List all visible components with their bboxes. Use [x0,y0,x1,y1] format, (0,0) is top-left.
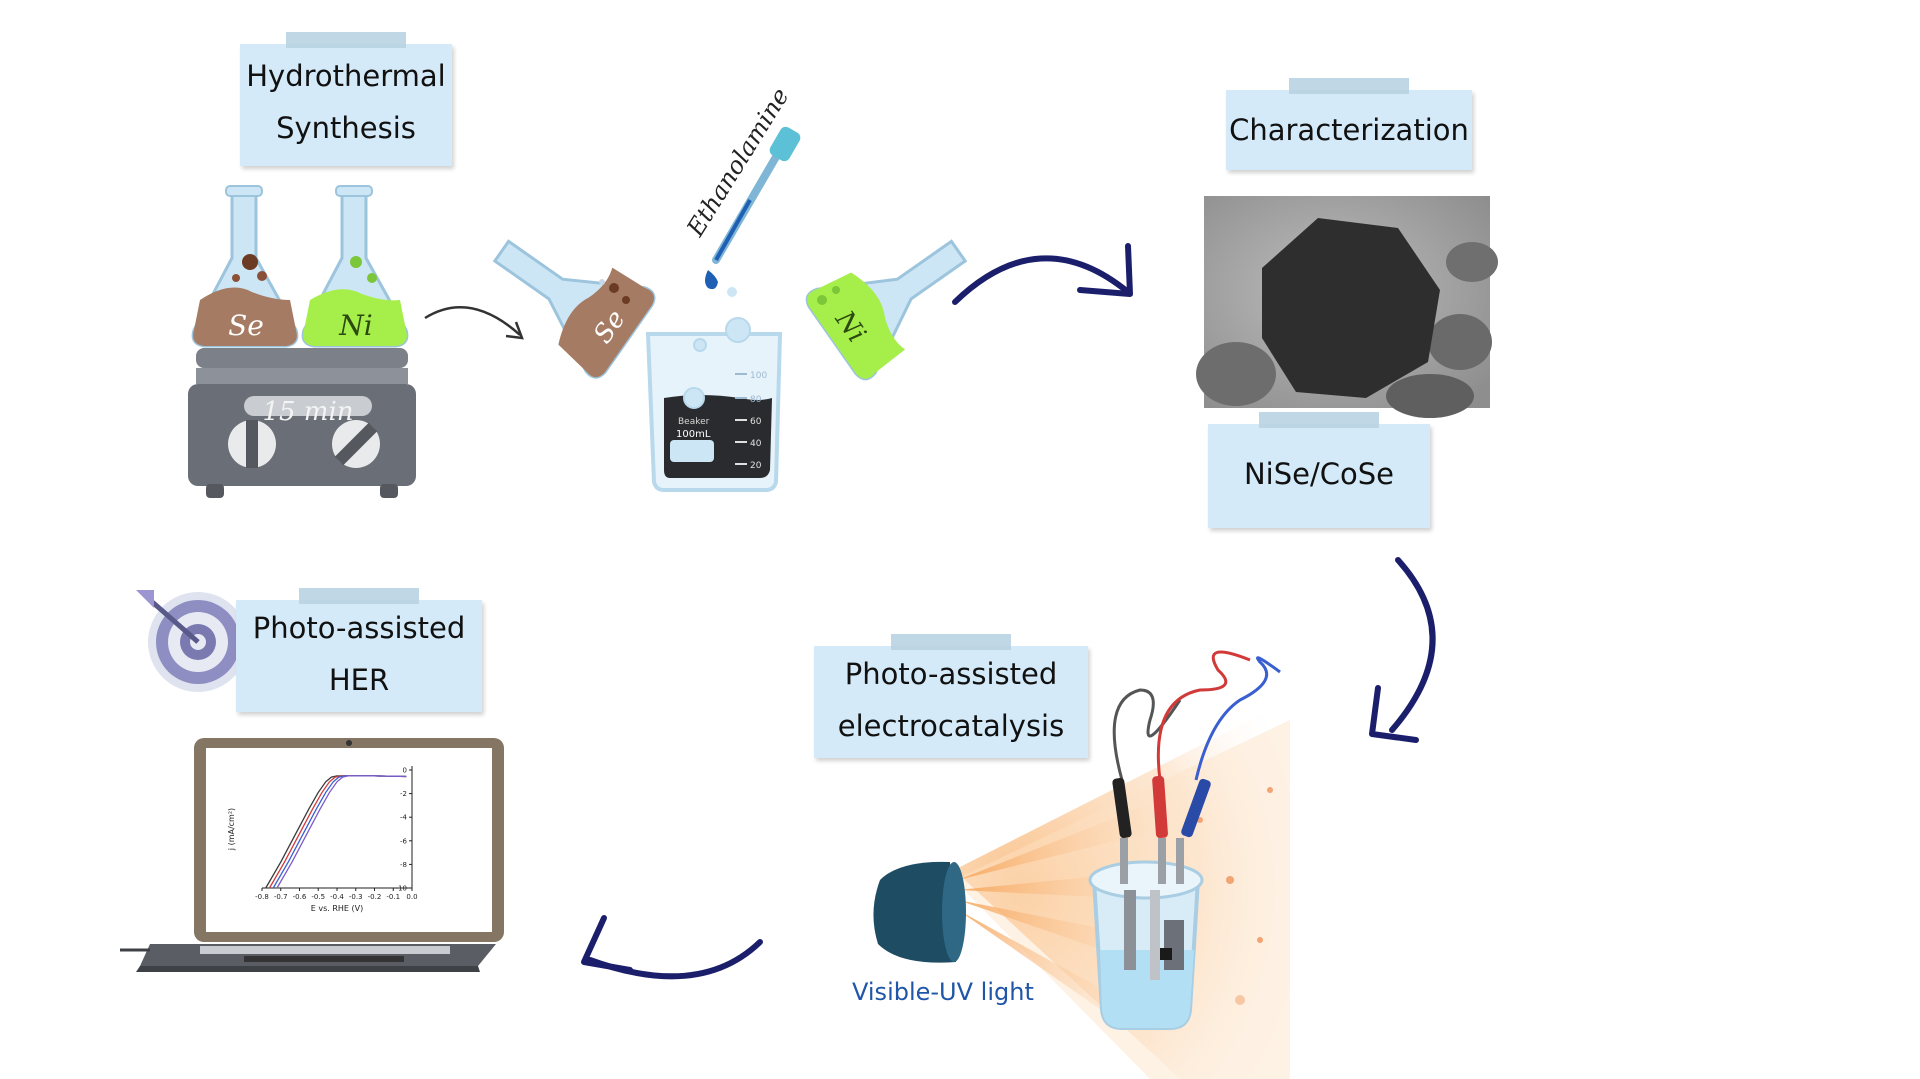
flow-arrow-1-icon [952,255,1131,305]
beaker-name: Beaker [678,417,710,427]
hotplate-stirrer: 15 min [188,348,416,498]
label-material: NiSe/CoSe [1208,412,1430,528]
x-tick-label: 0.0 [406,893,417,901]
laptop-icon [120,738,504,972]
se-flask-tag: Se [228,309,264,342]
dropper-icon [705,126,801,290]
se-flask-tilted-icon: Se [492,239,656,379]
beaker-scale: 100 80 60 40 20 [735,371,767,471]
label-text: NiSe/CoSe [1243,457,1394,491]
label-text: Photo-assisted [252,611,466,645]
label-text: Synthesis [276,111,416,145]
beaker-tick: 60 [750,417,762,427]
label-electrocatalysis: Photo-assisted electrocatalysis [814,634,1088,758]
electrode-clips-icon [1112,650,1281,884]
y-tick-label: -2 [400,790,407,798]
label-characterization: Characterization [1226,78,1472,170]
x-axis-label: E vs. RHE (V) [311,904,363,913]
x-tick-label: -0.4 [330,893,344,901]
x-tick-label: -0.6 [293,893,307,901]
label-her: Photo-assisted HER [236,588,482,712]
label-text: Photo-assisted [844,657,1058,691]
beaker-tick: 100 [750,371,767,381]
x-tick-label: -0.5 [311,893,325,901]
label-hydrothermal-synthesis: Hydrothermal Synthesis [240,32,452,166]
series-line-4 [276,775,407,889]
hotplate-time: 15 min [262,397,353,427]
y-tick-label: -8 [400,861,407,869]
y-tick-label: -4 [400,814,408,822]
y-tick-label: -10 [396,885,407,893]
label-text: HER [328,663,390,697]
x-tick-label: -0.8 [255,893,269,901]
x-tick-label: -0.2 [368,893,382,901]
tem-image [1196,196,1498,418]
ni-flask-tilted-icon: Ni [805,239,968,381]
label-text: Hydrothermal [246,59,446,93]
x-tick-label: -0.7 [274,893,288,901]
light-label: Visible-UV light [852,978,1034,1006]
beaker-volume: 100mL [676,429,711,440]
flow-arrow-3-icon [587,939,763,980]
label-text: Characterization [1229,113,1469,147]
thin-arrow-icon [424,306,521,336]
x-tick-label: -0.1 [386,893,400,901]
beaker-icon: Beaker 100mL 100 80 60 40 20 [645,287,783,492]
label-text: electrocatalysis [837,709,1065,743]
beaker-tick: 80 [750,395,762,405]
se-flask-icon: Se [191,185,299,348]
polarization-chart: -0.8 -0.7 -0.6 -0.5 -0.4 -0.3 -0.2 -0.1 0.0 0 -2 -4… [227,766,418,913]
beaker-tick: 20 [750,461,762,471]
ni-flask-tag: Ni [338,309,372,342]
y-tick-label: 0 [403,767,407,775]
lamp-icon [873,861,966,963]
electrochemical-cell-icon [1088,860,1204,1030]
y-tick-label: -6 [400,837,408,845]
beaker-tick: 40 [750,439,762,449]
y-axis-label: j (mA/cm²) [227,808,236,851]
flow-arrow-2-icon [1389,557,1436,733]
target-icon [136,590,248,692]
x-tick-label: -0.3 [349,893,363,901]
ni-flask-icon: Ni [301,185,409,348]
